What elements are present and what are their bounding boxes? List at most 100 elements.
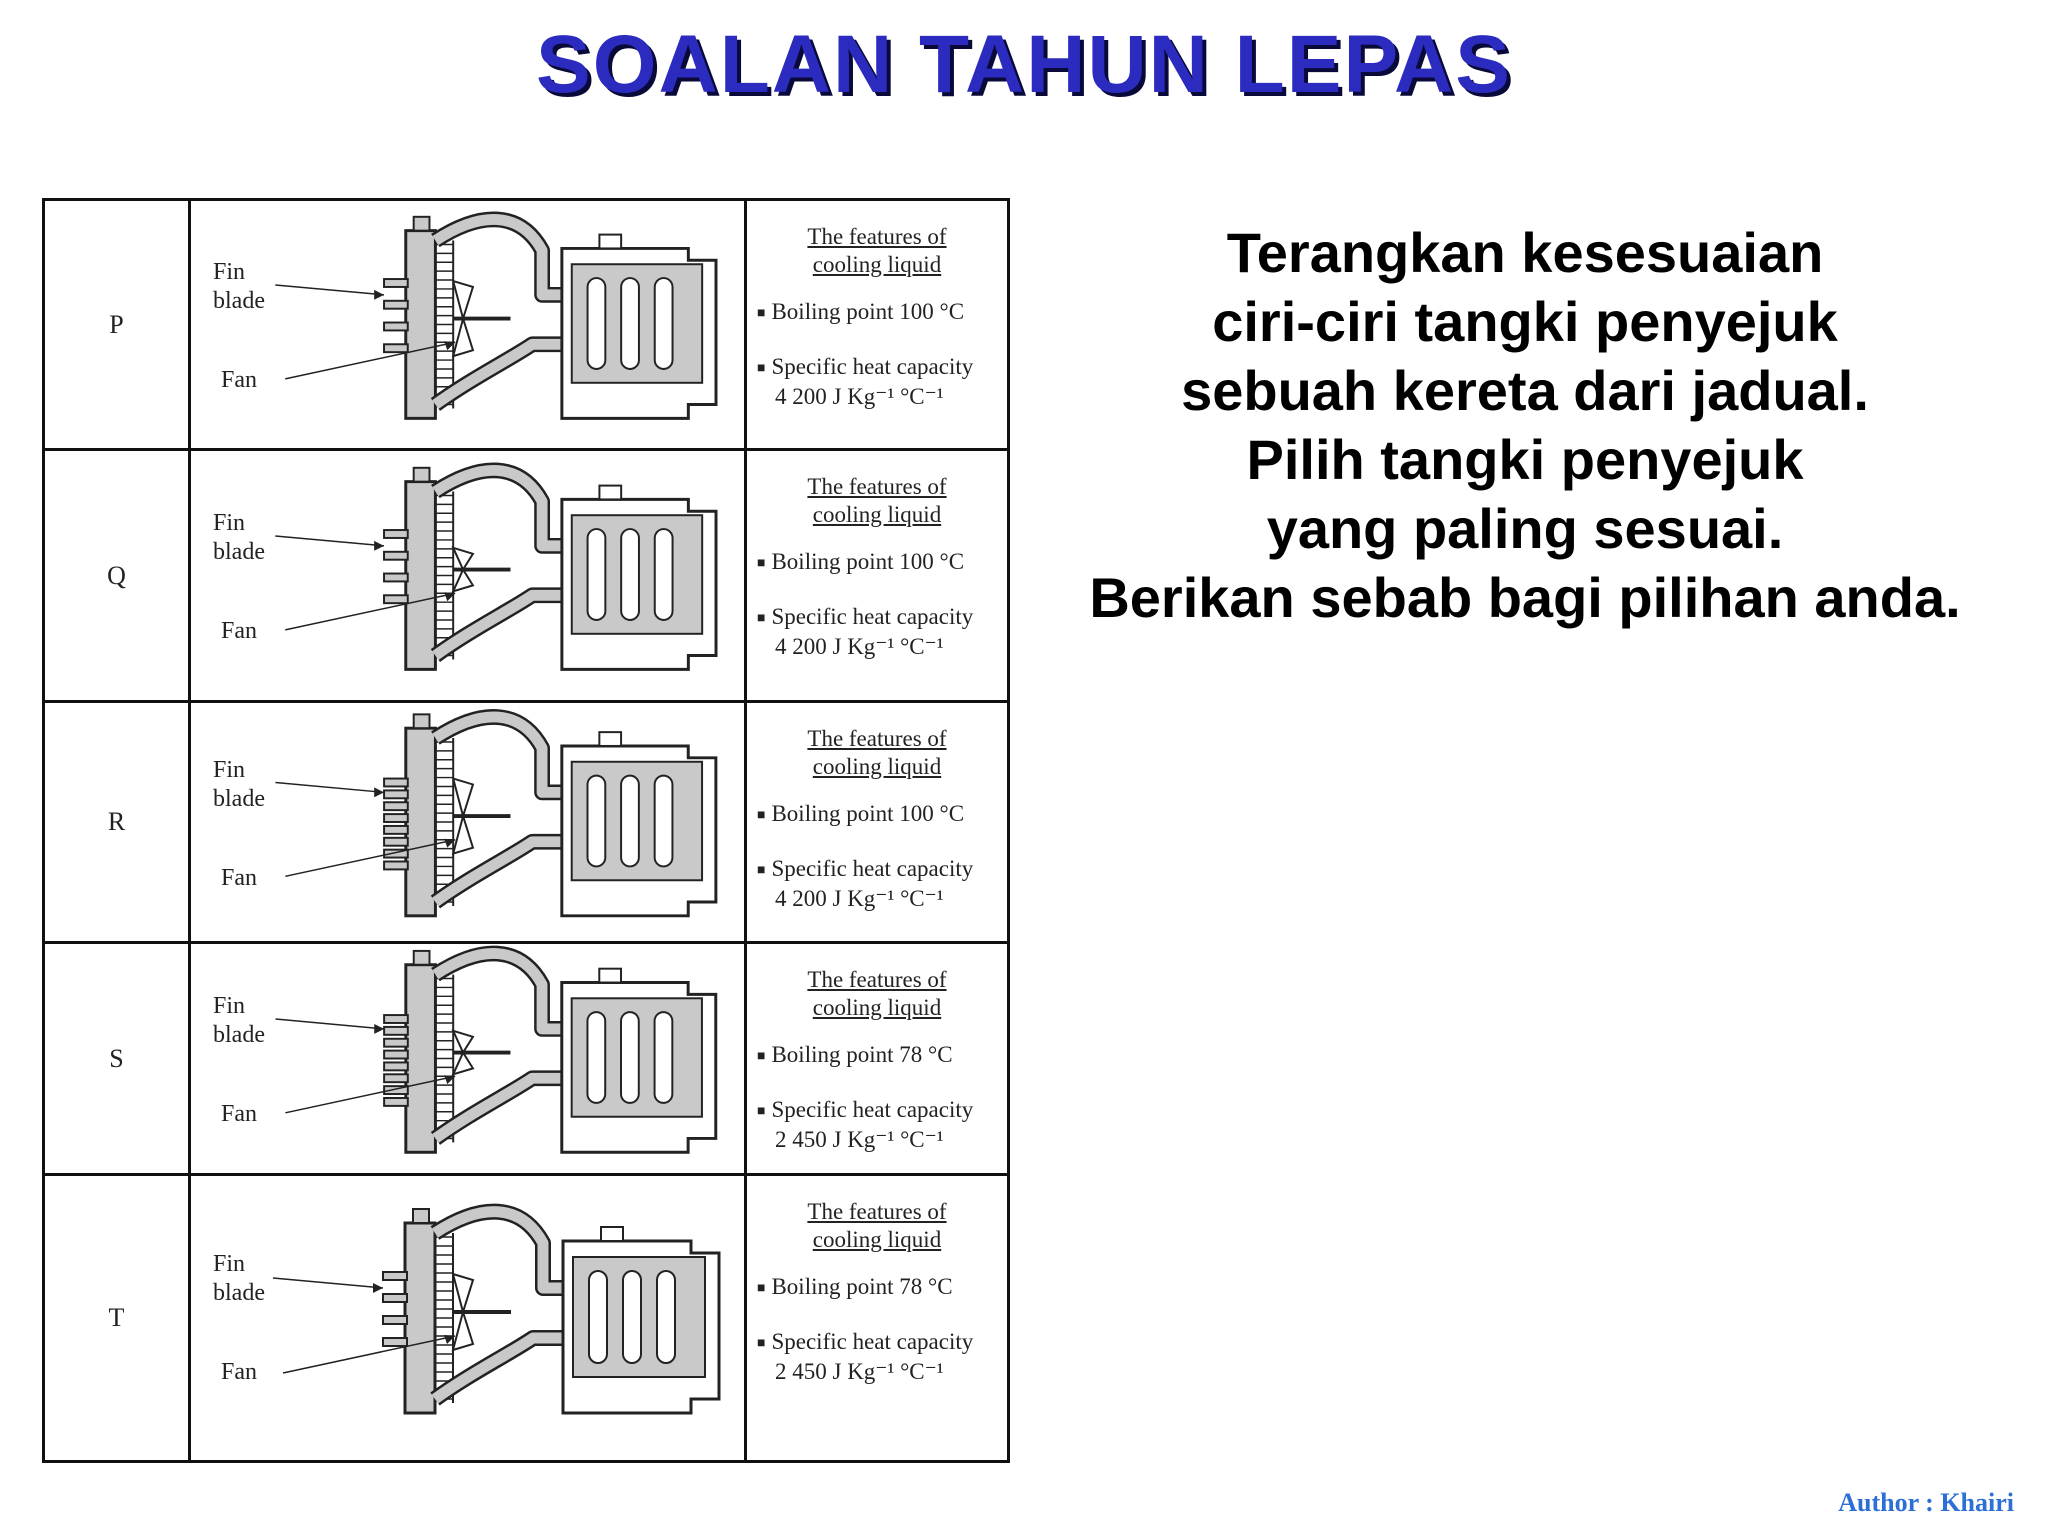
bullet-icon: ■ <box>757 1103 766 1119</box>
fin-blade <box>383 321 409 332</box>
fin-blade <box>383 777 409 788</box>
question-line: Terangkan kesesuaian <box>1226 221 1824 284</box>
radiator-block <box>404 726 437 918</box>
boiling-point: ■Boiling point 100 °C <box>757 299 964 325</box>
fin-blade <box>383 813 409 823</box>
fan-blade <box>451 1029 475 1055</box>
cylinder <box>656 1270 676 1364</box>
features-heading-line: The features of <box>807 1199 947 1224</box>
question-line: Berikan sebab bagi pilihan anda. <box>1089 566 1961 629</box>
fin-blade <box>383 1014 409 1024</box>
fin-label-line: Fin <box>213 993 246 1019</box>
fin-blade <box>383 1096 409 1107</box>
fan-blade <box>451 279 475 323</box>
fin-blade <box>383 1025 409 1036</box>
fan-blade <box>451 1050 475 1076</box>
radiator-block <box>404 480 437 671</box>
features-heading-line: cooling liquid <box>812 754 942 779</box>
fin-blade <box>382 1315 408 1325</box>
cylinder <box>586 277 607 370</box>
fan-pointer-line <box>285 839 456 878</box>
fan-blade <box>451 314 475 358</box>
question-line: yang paling sesuai. <box>1266 497 1784 560</box>
fin-blade <box>383 789 409 800</box>
fan-pointer-line <box>285 1075 456 1114</box>
cylinder <box>586 774 607 868</box>
cylinder <box>620 774 640 868</box>
fan-pointer-line <box>285 341 456 380</box>
cylinder <box>653 277 674 370</box>
radiator-cap <box>412 949 431 966</box>
radiator-cap <box>412 1208 430 1224</box>
boiling-point: ■Boiling point 78 °C <box>757 1274 953 1300</box>
fin-blade <box>382 1337 408 1347</box>
features-heading-line: The features of <box>807 474 947 499</box>
fin-pointer-line <box>275 535 385 547</box>
fan-blade <box>451 812 475 856</box>
blade-label-line: blade <box>213 1280 265 1306</box>
fin-blade <box>383 848 409 859</box>
fin-blade <box>383 529 409 539</box>
fin-blade <box>383 801 409 812</box>
heat-capacity-value: 2 450 J Kg⁻¹ °C⁻¹ <box>775 1126 944 1152</box>
fin-blade <box>382 1293 408 1303</box>
fan-blade <box>451 1272 475 1316</box>
bullet-icon: ■ <box>757 807 766 823</box>
boiling-point: ■Boiling point 100 °C <box>757 549 964 575</box>
bullet-icon: ■ <box>757 360 766 376</box>
cylinder <box>586 1011 607 1104</box>
cylinder <box>620 1011 640 1104</box>
radiator-block <box>403 1221 437 1415</box>
boiling-point: ■Boiling point 78 °C <box>757 1042 953 1068</box>
question-line: Pilih tangki penyejuk <box>1246 428 1804 491</box>
question-line: sebuah kereta dari jadual. <box>1181 359 1869 422</box>
radiator-cap <box>412 466 431 483</box>
radiator-diagram <box>272 1203 721 1415</box>
specific-heat-capacity: ■ Specific heat capacity 2 450 J Kg⁻¹ °C⁻¹ <box>757 1096 973 1154</box>
boiling-point-text: Boiling point 100 °C <box>771 549 965 574</box>
fan-blade <box>451 777 475 820</box>
question-line: ciri-ciri tangki penyejuk <box>1212 290 1838 353</box>
radiator-diagram <box>275 211 718 420</box>
row-label: P <box>45 201 191 448</box>
heat-capacity-label: Specific heat capacity <box>771 1329 974 1354</box>
fan-blade <box>451 1308 475 1352</box>
radiator-cap <box>412 713 431 730</box>
row-label: T <box>45 1176 191 1460</box>
fin-blade <box>383 594 409 605</box>
fin-label-line: Fin <box>213 1251 246 1277</box>
fin-blade <box>383 572 409 583</box>
heat-capacity-label: Specific heat capacity <box>771 1097 974 1122</box>
fin-blade <box>383 299 409 310</box>
author-credit: Author : Khairi <box>1838 1488 2014 1517</box>
fin-label-line: Fin <box>213 756 246 783</box>
fin-blade <box>383 1049 409 1060</box>
radiator-diagram <box>275 945 718 1154</box>
heat-capacity-label: Specific heat capacity <box>771 604 974 629</box>
boiling-point-text: Boiling point 78 °C <box>771 1274 953 1299</box>
fan-label: Fan <box>221 618 257 644</box>
blade-label-line: blade <box>213 539 265 565</box>
cylinder <box>620 277 640 370</box>
fin-blade <box>383 824 409 835</box>
row-label: S <box>45 944 191 1173</box>
cylinder <box>653 1011 674 1104</box>
fin-blade <box>383 343 409 354</box>
